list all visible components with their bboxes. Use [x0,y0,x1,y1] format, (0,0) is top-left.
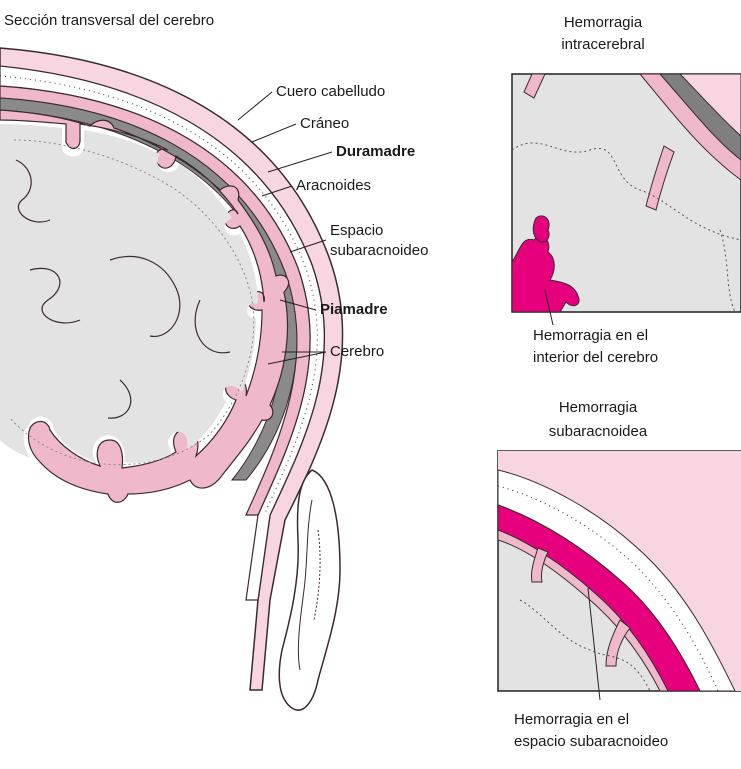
subarachnoid-caption-1: Hemorragia en el [514,711,629,729]
subarachnoid-caption-2: espacio subaracnoideo [514,733,668,751]
